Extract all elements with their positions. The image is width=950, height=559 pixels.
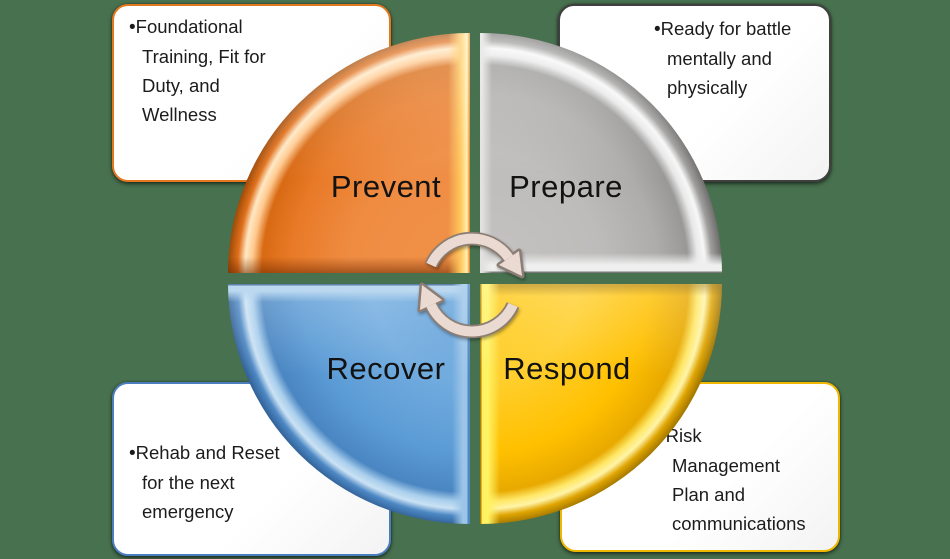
callout-text: Ready for battle mentally and physically — [660, 18, 792, 98]
quadrant-prepare-label: Prepare — [509, 169, 623, 204]
bullet-icon: • — [654, 19, 661, 40]
callout-text: Foundational Training, Fit for Duty, and… — [135, 16, 266, 125]
quadrant-prevent-label: Prevent — [330, 169, 442, 204]
callout-prepare-text: •Ready for battle mentally and physicall… — [654, 14, 837, 102]
quadrant-respond-label: Respond — [503, 351, 631, 386]
callout-prevent-text: •Foundational Training, Fit for Duty, an… — [129, 12, 327, 129]
callout-recover-text: •Rehab and Reset for the next emergency — [129, 438, 322, 526]
bullet-icon: • — [129, 443, 136, 464]
callout-respond-text: •Risk Management Plan and communications — [659, 421, 850, 538]
callout-text: Risk Management Plan and communications — [665, 425, 806, 534]
bullet-icon: • — [129, 17, 136, 38]
quadrant-recover-label: Recover — [326, 351, 446, 386]
callout-text: Rehab and Reset for the next emergency — [135, 442, 280, 522]
